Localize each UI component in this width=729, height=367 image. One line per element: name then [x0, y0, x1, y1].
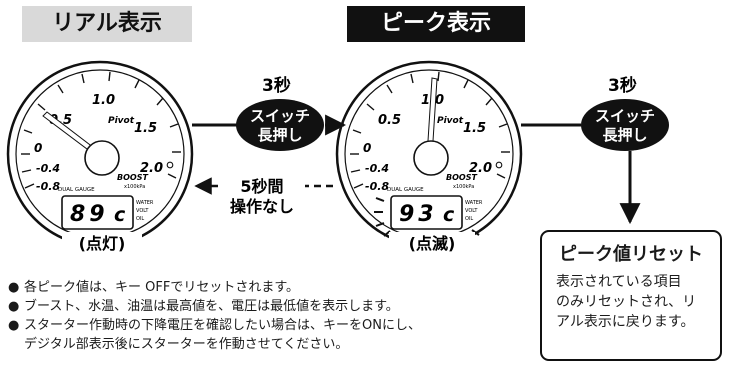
peak-reset-box: ピーク値リセット 表示されている項目 のみリセットされ、リ アル表示に戻ります。	[540, 230, 722, 361]
gauge-real-state-bg	[62, 232, 142, 255]
gauge-peak-ticks	[350, 71, 510, 189]
gauge-real-unit: x100kPa	[124, 184, 145, 190]
step-action-1-line2: 長押し	[257, 126, 302, 144]
gauge-real-scale-0: 0	[34, 141, 42, 155]
gauge-peak-side-oil: OIL	[465, 216, 473, 222]
note-item-continuation: デジタル部表示後にスターターを作動させてください。	[24, 337, 349, 352]
back-label-line2: 操作なし	[230, 197, 294, 216]
gauge-peak-unit-char: c	[443, 204, 455, 226]
peak-reset-body: 表示されている項目 のみリセットされ、リ アル表示に戻ります。	[556, 272, 714, 332]
note-item: スターター作動時の下降電圧を確認したい場合は、キーをONにし、	[8, 316, 548, 335]
peak-reset-body-line1: 表示されている項目	[556, 274, 682, 290]
step-time-1: 3秒	[262, 75, 291, 96]
gauge-real-scale-neg-0-4: -0.4	[36, 162, 60, 175]
gauge-peak-scale-0-5: 0.5	[378, 113, 401, 128]
gauge-peak-state-bg	[389, 232, 475, 255]
gauge-peak-scale-neg-0-8: -0.8	[365, 180, 389, 193]
gauge-real-state: (点灯)	[79, 234, 126, 253]
real-display-label: リアル表示	[22, 6, 192, 42]
gauge-real: 1.0 0.5 1.5 0 -0.4 -0.8 2.0 Pivot BOOST …	[6, 60, 194, 248]
gauge-real-scale-neg-0-8: -0.8	[36, 180, 60, 193]
gauge-real-display	[61, 195, 134, 230]
notes-list: 各ピーク値は、キー OFFでリセットされます。 ブースト、水温、油温は最高値を、…	[8, 278, 548, 354]
switch-oval-1	[236, 99, 324, 151]
gauge-real-boost-label: BOOST	[117, 173, 148, 182]
gauge-peak-hub	[413, 140, 449, 176]
back-label-line1: 5秒間	[240, 177, 283, 196]
gauge-real-hub	[84, 140, 120, 176]
gauge-peak-state: (点滅)	[409, 234, 456, 253]
gauge-peak-indicator	[495, 161, 503, 169]
peak-display-label: ピーク表示	[347, 6, 525, 42]
gauge-peak-brand: Pivot	[437, 116, 464, 126]
peak-reset-body-line2: のみリセットされ、リ	[556, 294, 697, 310]
gauge-real-indicator	[166, 161, 174, 169]
gauge-peak-scale-0: 0	[363, 141, 371, 155]
gauge-peak-digits: 93	[399, 202, 438, 227]
gauge-real-name: DUAL GAUGE	[58, 187, 95, 193]
gauge-real-side-oil: OIL	[136, 216, 144, 222]
step-action-1-line1: スイッチ	[250, 107, 310, 125]
gauge-peak-side-water: WATER	[465, 200, 483, 206]
gauge-real-ticks	[21, 71, 181, 189]
gauge-peak-display	[390, 195, 463, 230]
step-action-2-line1: スイッチ	[595, 107, 655, 125]
step-time-2: 3秒	[608, 75, 637, 96]
switch-oval-2	[581, 99, 669, 151]
gauge-peak-scale-neg-0-4: -0.4	[365, 162, 389, 175]
gauge-peak-side-volt: VOLT	[465, 208, 478, 214]
gauge-peak-boost-label: BOOST	[446, 173, 477, 182]
gauge-real-unit-char: c	[114, 204, 126, 226]
peak-reset-title: ピーク値リセット	[559, 244, 703, 265]
gauge-peak-scale-2-0: 2.0	[469, 161, 492, 176]
gauge-peak: 1.0 0.5 1.5 0 -0.4 -0.8 2.0 Pivot BOOST …	[335, 60, 523, 248]
gauge-real-scale-1-5: 1.5	[134, 121, 157, 136]
gauge-real-side-volt: VOLT	[136, 208, 149, 214]
gauge-real-side-water: WATER	[136, 200, 154, 206]
peak-reset-body-line3: アル表示に戻ります。	[556, 314, 695, 330]
step-action-2-line2: 長押し	[602, 126, 647, 144]
gauge-peak-name: DUAL GAUGE	[387, 187, 424, 193]
note-item: 各ピーク値は、キー OFFでリセットされます。	[8, 278, 548, 297]
gauge-peak-unit: x100kPa	[453, 184, 474, 190]
note-item: ブースト、水温、油温は最高値を、電圧は最低値を表示します。	[8, 297, 548, 316]
gauge-peak-scale-1-5: 1.5	[463, 121, 486, 136]
gauge-real-scale-2-0: 2.0	[140, 161, 163, 176]
gauge-real-scale-1-0: 1.0	[92, 93, 115, 108]
gauge-real-brand: Pivot	[108, 116, 135, 126]
gauge-real-digits: 89	[70, 202, 109, 227]
